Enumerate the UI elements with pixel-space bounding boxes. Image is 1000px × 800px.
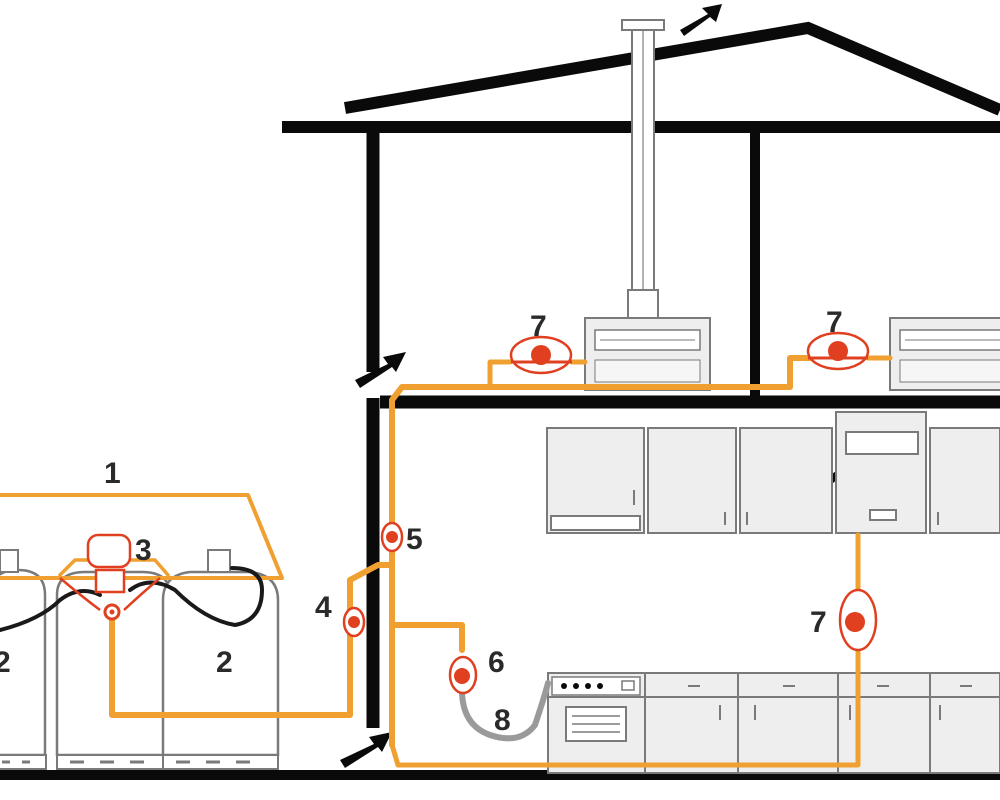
stove-icon	[551, 676, 641, 742]
pigtail-hose-right	[128, 566, 265, 628]
valve-icon	[838, 588, 878, 652]
label-2-left: 2	[0, 646, 11, 679]
cylinder-cabinet-outline	[0, 493, 284, 580]
pigtail-hose-left	[0, 589, 102, 632]
airflow-arrow-icon	[355, 352, 406, 388]
roof	[343, 21, 1000, 116]
riser-pipe	[389, 384, 493, 748]
airflow-arrow-icon	[680, 4, 722, 36]
label-7-left: 7	[530, 310, 547, 343]
upper-floor-pipe	[487, 355, 818, 390]
valve-icon	[380, 521, 404, 553]
label-7-lower: 7	[810, 606, 827, 639]
chimney-flue	[621, 19, 665, 319]
valve-icon	[806, 331, 870, 371]
regulator-icon	[59, 533, 161, 621]
label-4: 4	[315, 591, 332, 624]
valve-icon	[342, 606, 366, 638]
hoses	[0, 566, 551, 742]
wall-cabinets	[546, 411, 1000, 534]
airflow-arrow-icon	[340, 732, 392, 768]
valve-icon	[448, 655, 478, 695]
label-8: 8	[494, 704, 511, 737]
gas-pipes	[0, 355, 893, 768]
house-structure	[0, 21, 1000, 780]
label-3: 3	[135, 534, 152, 567]
flex-hose	[459, 680, 551, 742]
label-7-right: 7	[826, 306, 843, 339]
boiler-left-branch	[487, 359, 513, 390]
boiler-icon	[889, 317, 1000, 391]
label-6: 6	[488, 646, 505, 679]
callout-labels: 1 2 2 3 4 5 6 7 7 7 8	[0, 306, 843, 737]
stove-branch-pipe	[389, 622, 465, 653]
label-5: 5	[406, 523, 423, 556]
label-2-right: 2	[216, 646, 233, 679]
ground-run-pipe	[389, 645, 861, 768]
main-supply-pipe	[109, 562, 393, 718]
label-1: 1	[104, 457, 121, 490]
boiler-icon	[584, 317, 711, 391]
valve-icon	[509, 335, 573, 375]
